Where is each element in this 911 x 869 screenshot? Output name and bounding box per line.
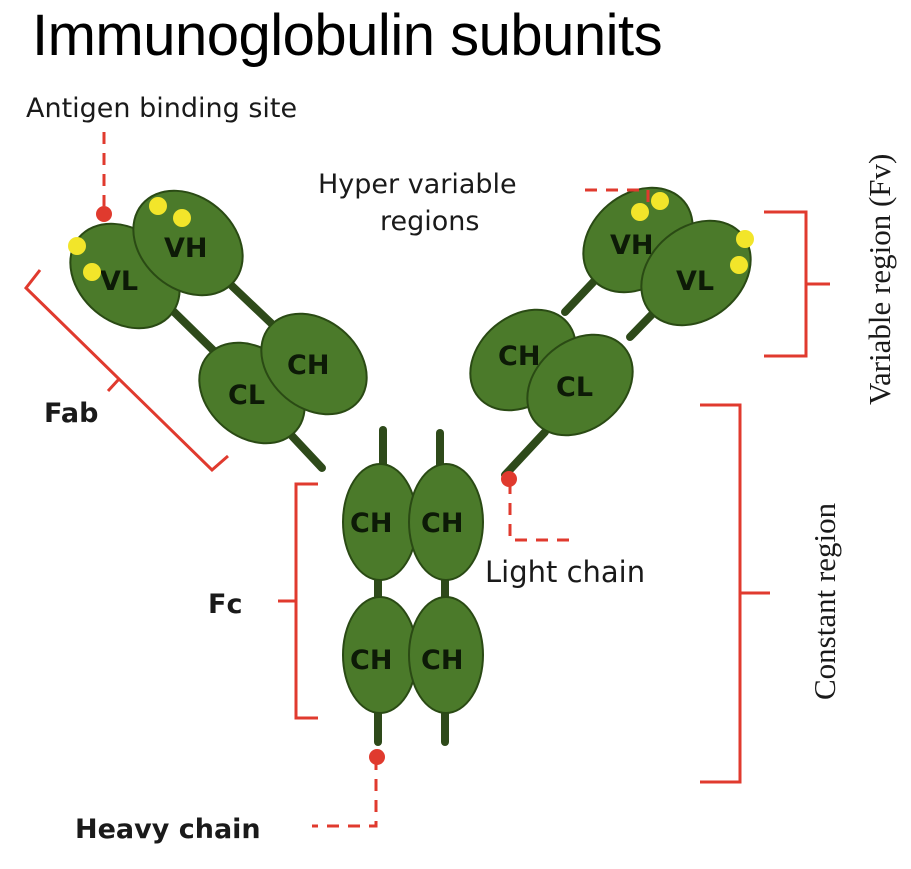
variable-region-bracket — [764, 210, 830, 358]
fc-ch3-right-label: CH — [421, 645, 463, 676]
hypervariable-dot — [631, 203, 649, 221]
fab-bracket-tick — [106, 377, 121, 393]
constant-region-bracket — [700, 403, 770, 784]
left-vl-label: VL — [100, 266, 138, 297]
right-vl-label: VL — [676, 266, 714, 297]
fc-label: Fc — [208, 589, 242, 620]
heavy-chain-marker — [369, 749, 385, 765]
hypervariable-dots — [68, 192, 754, 281]
right-cl-domain — [526, 333, 634, 437]
left-ch1-domain — [260, 312, 368, 416]
fc-ch2-left-label: CH — [350, 508, 392, 539]
domains — [69, 186, 752, 714]
right-cl-label: CL — [556, 372, 593, 403]
hypervariable-leader — [585, 188, 650, 204]
fc-bracket — [278, 482, 318, 720]
antigen-binding-site-label: Antigen binding site — [26, 93, 297, 124]
fab-label: Fab — [44, 398, 98, 429]
light-chain-label: Light chain — [485, 555, 645, 589]
marker-dots — [96, 206, 517, 765]
fc-ch2-right-domain — [408, 463, 484, 581]
heavy-chain-leader — [312, 758, 378, 828]
page-title: Immunoglobulin subunits — [32, 3, 663, 68]
fc-ch3-left-label: CH — [350, 645, 392, 676]
hypervariable-dot — [736, 230, 754, 248]
light-chain-marker — [501, 471, 517, 487]
domain-labels: VL VH CH CL VH VL CH CL CH CH CH CH — [100, 230, 714, 676]
right-ch1-label: CH — [498, 341, 540, 372]
left-cl-label: CL — [228, 380, 265, 411]
hypervariable-label-line2: regions — [380, 206, 479, 237]
left-vh-label: VH — [164, 233, 208, 264]
hypervariable-label-line1: Hyper variable — [318, 169, 517, 200]
constant-region-label: Constant region — [807, 502, 842, 700]
hypervariable-dot — [651, 192, 669, 210]
fc-ch2-right-label: CH — [421, 508, 463, 539]
heavy-chain-label: Heavy chain — [75, 814, 261, 845]
left-ch1-label: CH — [287, 350, 329, 381]
light-chain-leader — [508, 482, 578, 542]
left-vl-cl-linker — [166, 304, 219, 356]
right-vh-label: VH — [610, 230, 654, 261]
hypervariable-dot — [149, 197, 167, 215]
right-light-chain-tail — [501, 428, 549, 479]
hypervariable-dot — [68, 237, 86, 255]
antigen-binding-site-marker — [96, 206, 112, 222]
hypervariable-dot — [173, 209, 191, 227]
variable-region-label: Variable region (Fv) — [862, 154, 897, 405]
left-vh-ch-linker — [228, 282, 276, 328]
annotations — [23, 132, 830, 828]
hypervariable-dot — [83, 263, 101, 281]
left-light-chain-tail — [288, 432, 326, 472]
hypervariable-dot — [730, 256, 748, 274]
fc-ch3-right-domain — [408, 596, 484, 714]
left-vh-domain — [132, 189, 244, 297]
